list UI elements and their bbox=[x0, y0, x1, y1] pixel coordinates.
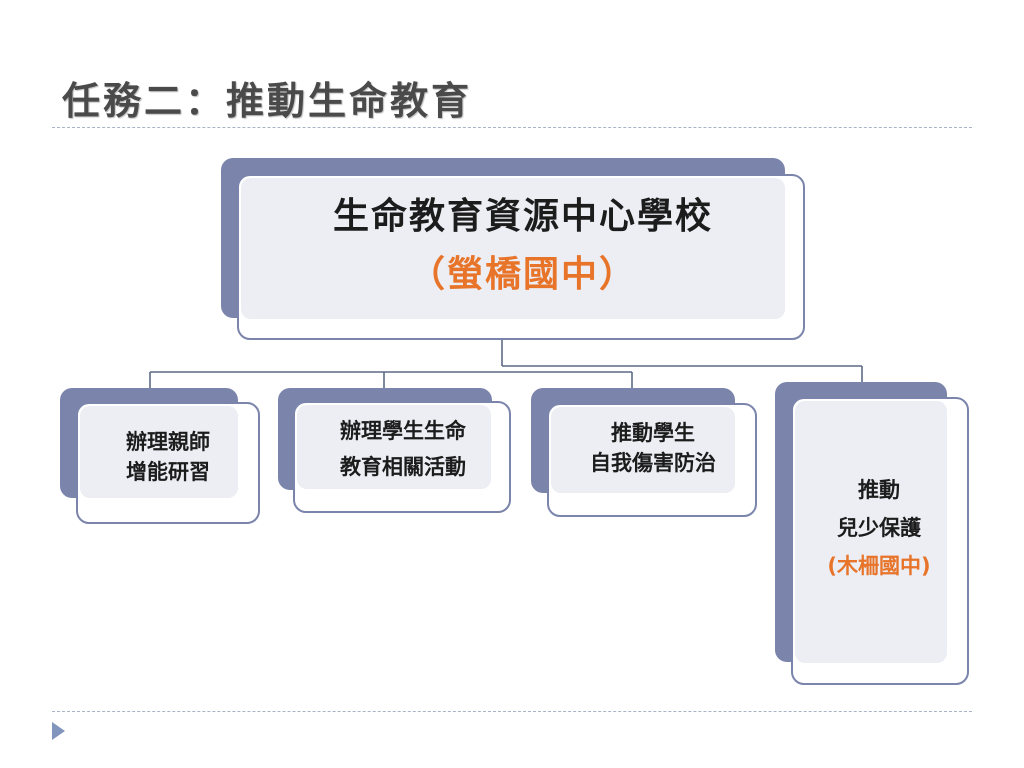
play-triangle-icon bbox=[52, 722, 65, 740]
child-node-line: 教育相關活動 bbox=[340, 455, 466, 479]
child-node-label: 推動學生 自我傷害防治 bbox=[551, 408, 755, 488]
title-divider bbox=[52, 127, 972, 128]
child-node-line: 推動 bbox=[858, 478, 900, 502]
child-node-fill bbox=[80, 406, 238, 498]
child-node-line: 辦理學生生命 bbox=[340, 419, 466, 443]
slide-title: 任務二：推動生命教育 bbox=[62, 79, 473, 123]
child-node-line: 自我傷害防治 bbox=[590, 451, 716, 475]
footer-divider bbox=[52, 711, 972, 712]
child-node-fill bbox=[297, 405, 491, 489]
root-node-title: 生命教育資源中心學校 bbox=[332, 196, 713, 237]
child-node-label: 辦理學生生命 教育相關活動 bbox=[297, 408, 509, 490]
child-node-line: 辦理親師 bbox=[126, 430, 210, 454]
child-node-label: 推動 兒少保護 (木柵國中) bbox=[795, 470, 963, 586]
child-node-label: 辦理親師 增能研習 bbox=[80, 416, 256, 498]
child-node-line: 推動學生 bbox=[611, 421, 695, 445]
child-node-fill bbox=[795, 401, 947, 663]
root-node-fill bbox=[241, 178, 785, 319]
child-node-school: (木柵國中) bbox=[827, 554, 931, 578]
child-node-line: 兒少保護 bbox=[837, 516, 921, 540]
root-node-label: 生命教育資源中心學校 （螢橋國中） bbox=[241, 186, 805, 306]
child-node-fill bbox=[551, 407, 735, 493]
root-node-school: （螢橋國中） bbox=[408, 254, 637, 295]
child-node-line: 增能研習 bbox=[126, 460, 210, 484]
